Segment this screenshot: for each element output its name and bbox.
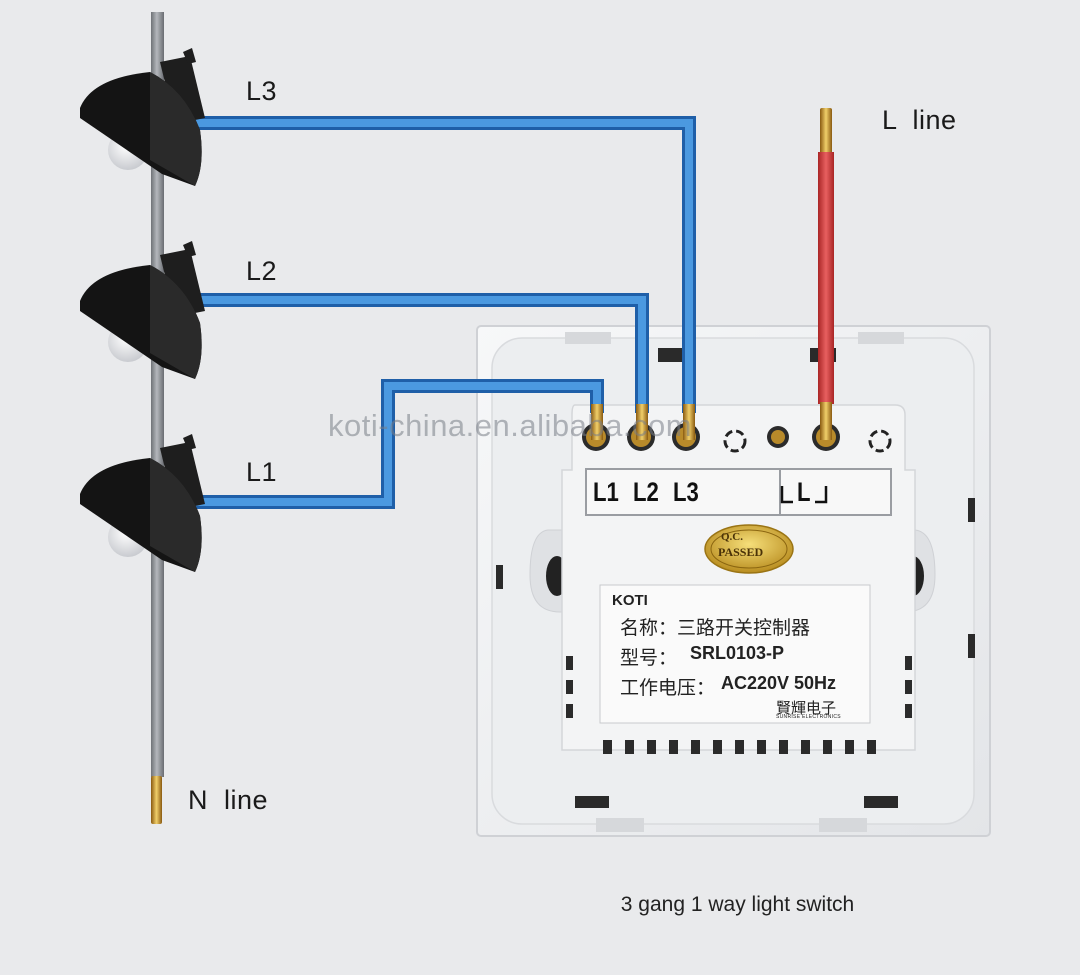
- nameplate-voltage-label: 工作电压：: [620, 677, 716, 699]
- nameplate-brand: KOTI: [612, 592, 648, 609]
- switch-plate: [476, 325, 991, 837]
- watermark: koti-china.en.alibaba.com: [328, 408, 693, 443]
- terminal-label-l2: L2: [633, 477, 659, 507]
- diagram-caption: 3 gang 1 way light switch: [620, 893, 855, 916]
- wire-l1: [188, 379, 604, 509]
- lamp-icon: [80, 434, 205, 572]
- empty-terminal-icon: [723, 429, 747, 453]
- wire-l3: [188, 116, 696, 413]
- screw-terminal-icon: [767, 426, 789, 448]
- nameplate-maker-en: SUNRISE ELECTRONICS: [776, 714, 841, 720]
- n-line-label: N line: [188, 785, 269, 815]
- nameplate-model-label: 型号：: [620, 647, 678, 669]
- l-line-label: L line: [882, 105, 957, 135]
- empty-terminal-icon: [868, 429, 892, 453]
- terminal-label-l1: L1: [593, 477, 619, 507]
- neutral-rod: [151, 12, 164, 824]
- nameplate-maker-cn: 賢輝电子: [776, 699, 837, 717]
- lamp-label-l1: L1: [246, 457, 278, 487]
- qc-badge: [704, 524, 794, 574]
- qc-badge-line1: Q.C.: [721, 531, 743, 543]
- nameplate-name-row: 名称：三路开关控制器: [620, 617, 811, 639]
- lamp-label-l3: L3: [246, 76, 278, 106]
- live-wire: [818, 108, 834, 440]
- lamp-icon: [80, 241, 205, 379]
- terminal-label-l3: L3: [673, 477, 699, 507]
- nameplate-model: SRL0103-P: [690, 643, 785, 663]
- qc-badge-line2: PASSED: [718, 545, 764, 559]
- load-wires: [188, 116, 696, 509]
- lamp-icon: [80, 48, 205, 186]
- terminal-label-l: L: [797, 477, 811, 507]
- nameplate-voltage: AC220V 50Hz: [721, 673, 837, 693]
- lamp-label-l2: L2: [246, 256, 278, 286]
- wire-l2: [188, 293, 649, 413]
